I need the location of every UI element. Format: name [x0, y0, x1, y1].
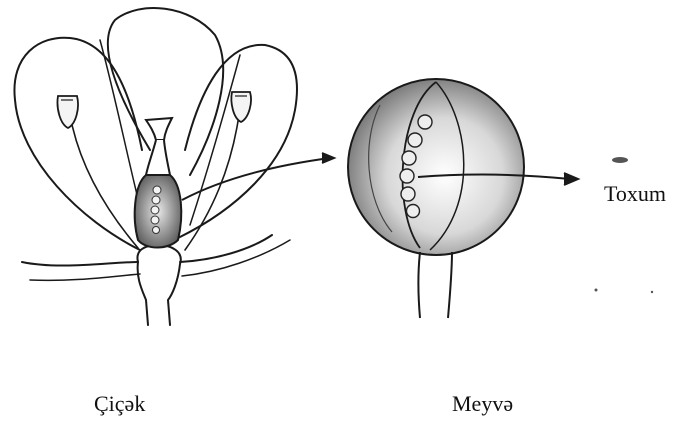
fruit-stalk — [419, 252, 453, 318]
style — [146, 140, 170, 175]
anther-left — [57, 96, 78, 128]
sepal-left — [22, 262, 138, 266]
fruit-caption: Meyvə — [452, 391, 513, 417]
sepal-left-2 — [30, 274, 140, 280]
flower-caption: Çiçək — [94, 391, 145, 417]
stigma — [146, 118, 172, 140]
anther-right — [231, 92, 251, 122]
sepal-right-2 — [182, 240, 290, 276]
petal-inner-line-left — [100, 40, 142, 215]
receptacle — [137, 245, 180, 325]
petal-left — [14, 38, 142, 250]
seed-caption: Toxum — [604, 181, 666, 207]
sepal-right — [180, 235, 272, 262]
paper-specks — [595, 157, 654, 293]
fruit-body — [348, 79, 524, 255]
fruit-illustration — [348, 79, 524, 318]
